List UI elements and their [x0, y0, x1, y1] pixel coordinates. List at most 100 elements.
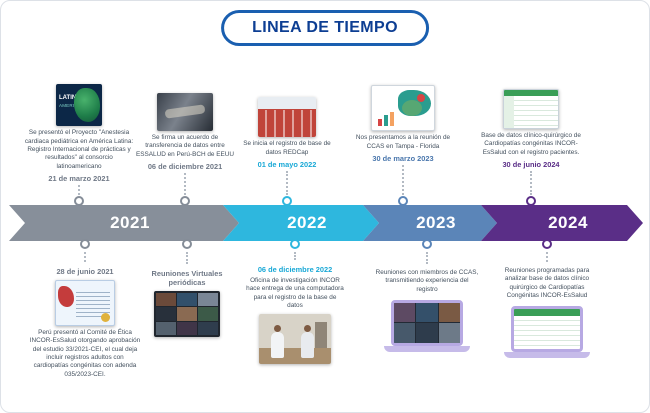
event-date: 06 de diciembre 2022	[257, 265, 333, 274]
event-date: 21 de marzo 2021	[48, 174, 110, 183]
spreadsheet-header-icon	[514, 309, 580, 317]
event-text: Se inicia el registro de base de datos R…	[243, 140, 331, 156]
participant-tile	[394, 323, 416, 343]
ethics-certificate-image	[55, 280, 115, 326]
participant-tile	[177, 321, 197, 335]
latin-america-logo-image: LATIN AMERICA	[56, 84, 102, 127]
event-text: Perú presentó al Comité de Ética INCOR-E…	[29, 329, 141, 378]
event-date: 30 de junio 2024	[502, 160, 560, 169]
participant-tile	[156, 307, 176, 321]
incor-building-image	[258, 97, 316, 138]
timeline-segment-2021: 2021	[9, 205, 239, 241]
spreadsheet-rows-icon	[514, 316, 580, 350]
participant-tile	[394, 302, 416, 323]
event-text: Base de datos clínico-quirúrgico de Card…	[481, 132, 581, 156]
timeline-node	[180, 196, 190, 206]
meeting-grid-icon	[394, 302, 460, 343]
event-bottom-3: 06 de diciembre 2022 Oficina de investig…	[245, 239, 345, 365]
logo-text-america: AMERICA	[59, 103, 81, 109]
cabinet-icon	[315, 322, 327, 349]
year-label: 2024	[548, 213, 588, 232]
bar-chart-icon	[384, 115, 388, 127]
year-label: 2023	[416, 213, 456, 232]
person-icon	[301, 325, 314, 359]
event-bottom-4: Reuniones con miembros de CCAS, transmit…	[375, 239, 479, 352]
participant-tile	[177, 307, 197, 321]
laptop-database-image	[504, 306, 590, 359]
spreadsheet-image	[503, 89, 559, 130]
timeline-node	[542, 239, 552, 249]
dotted-connector	[184, 173, 186, 195]
dotted-connector	[84, 252, 86, 262]
dotted-connector	[530, 171, 532, 195]
event-text: Se presentó el Proyecto "Anestesia cardi…	[24, 129, 134, 170]
south-america-map-icon	[74, 88, 100, 123]
timeline-node	[526, 196, 536, 206]
event-bottom-2: Reuniones Virtuales periódicas	[139, 239, 235, 337]
incor-office-photo-image	[259, 314, 331, 365]
timeline-node	[422, 239, 432, 249]
participant-tile	[156, 293, 176, 307]
event-top-3: Se inicia el registro de base de datos R…	[241, 97, 333, 206]
event-top-5: Base de datos clínico-quirúrgico de Card…	[475, 89, 587, 206]
event-date: 30 de marzo 2023	[372, 154, 434, 163]
participant-tile	[198, 321, 218, 335]
timeline-node	[74, 196, 84, 206]
participant-tile	[198, 307, 218, 321]
laptop-base	[384, 345, 470, 352]
event-text: Reuniones con miembros de CCAS, transmit…	[375, 269, 479, 293]
laptop-base	[504, 352, 590, 359]
logo-text-latin: LATIN	[59, 95, 77, 102]
dotted-connector	[546, 252, 548, 262]
seal-icon	[101, 313, 110, 322]
event-text: Oficina de investigación INCOR hace entr…	[246, 277, 344, 309]
dotted-connector	[186, 252, 188, 264]
participant-tile	[177, 293, 197, 307]
timeline-node	[398, 196, 408, 206]
timeline-band: 2021 2022 2023 2024	[9, 205, 643, 241]
event-title: Reuniones Virtuales periódicas	[151, 269, 223, 287]
event-date: 01 de mayo 2022	[257, 160, 317, 169]
dotted-connector	[426, 252, 428, 264]
timeline-node	[282, 196, 292, 206]
spreadsheet-column-icon	[504, 96, 514, 129]
timeline-segment-2022: 2022	[223, 205, 379, 241]
timeline-segment-2024: 2024	[481, 205, 643, 241]
dotted-connector	[294, 252, 296, 260]
participant-tile	[156, 321, 176, 335]
participant-tile	[416, 323, 438, 343]
page-title: LINEA DE TIEMPO	[221, 10, 429, 46]
dotted-connector	[78, 185, 80, 195]
laptop-video-call-image	[384, 299, 470, 352]
laptop-screen	[391, 299, 463, 346]
timeline-node	[290, 239, 300, 249]
event-top-1: LATIN AMERICA Se presentó el Proyecto "A…	[23, 84, 135, 206]
handshake-icon	[164, 104, 206, 119]
participant-tile	[438, 323, 460, 343]
building-windows-icon	[258, 110, 316, 138]
event-bottom-5: Reuniones programadas para analizar base…	[493, 239, 601, 359]
dotted-connector	[402, 165, 404, 195]
participant-tile	[438, 302, 460, 323]
event-date: 28 de junio 2021	[56, 267, 114, 276]
timeline-segment-2023: 2023	[363, 205, 497, 241]
spreadsheet-header-icon	[504, 90, 558, 97]
handshake-photo-image	[157, 93, 213, 132]
event-date: 06 de diciembre 2021	[147, 162, 223, 171]
participant-tile	[416, 302, 438, 323]
bar-chart-icon	[378, 119, 382, 127]
year-label: 2022	[287, 213, 327, 232]
event-text: Nos presentamos a la reunión de CCAS en …	[355, 134, 451, 150]
bar-chart-icon	[390, 112, 394, 127]
event-top-2: Se firma un acuerdo de transferencia de …	[133, 93, 237, 206]
dotted-connector	[286, 171, 288, 195]
event-bottom-1: 28 de junio 2021 Perú presentó al Comité…	[29, 239, 141, 379]
map-marker-icon	[417, 94, 425, 103]
timeline-node	[182, 239, 192, 249]
event-top-4: Nos presentamos a la reunión de CCAS en …	[353, 85, 453, 206]
event-text: Se firma un acuerdo de transferencia de …	[135, 134, 235, 158]
ccas-slide-image	[371, 85, 435, 132]
year-label: 2021	[110, 213, 150, 232]
virtual-meeting-grid-image	[154, 291, 220, 337]
